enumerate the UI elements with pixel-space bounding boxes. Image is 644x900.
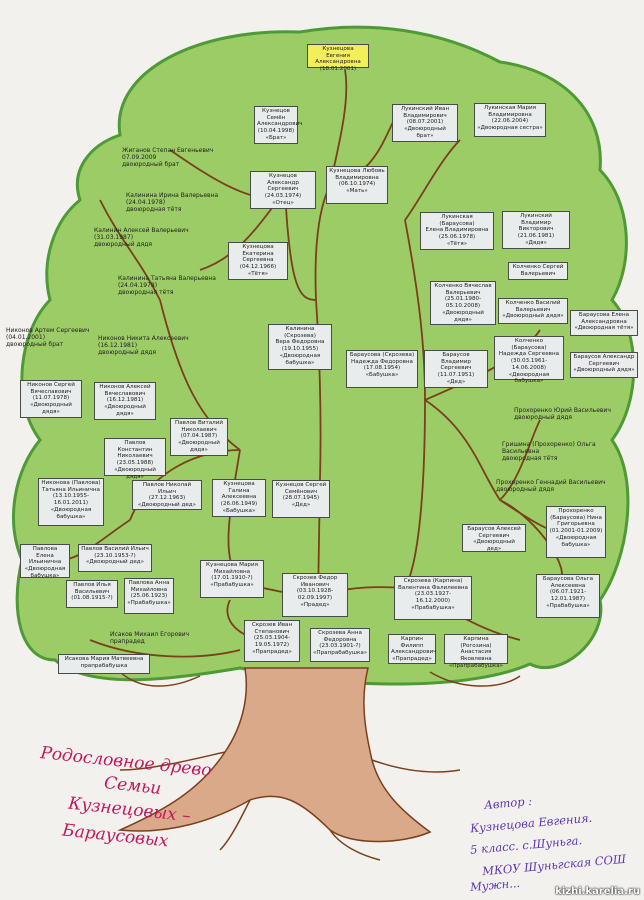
person-card: Барауcов Алексей Сергеевич «Двоюродный д…	[462, 524, 526, 552]
person-card: Павлов Константин Николаевич (23.05.1988…	[104, 438, 166, 480]
person-card: Карпина (Рогозина) Анастасия Яковлевна «…	[444, 634, 508, 669]
person-card: Калинина Татьяна Валерьевна (24.04.1978)…	[118, 275, 216, 297]
person-card: Жиганов Степан Евгеньевич 07.09.2009 дво…	[122, 147, 214, 169]
person-card: Никонов Артем Сергеевич (04.01.2001) дво…	[6, 327, 90, 349]
person-card: Калинина Ирина Валерьевна (24.04.1978) д…	[126, 192, 219, 214]
person-card: Лукинская (Барауcова) Елена Владимировна…	[420, 212, 494, 250]
person-card: Прохоренко (Барауcова) Нина Григорьевна …	[546, 506, 606, 558]
tree-trunk	[117, 667, 432, 843]
person-card: Скрозева (Карпина) Валентина Фалилеевна …	[394, 576, 472, 620]
person-card: Никонов Сергей Вячеславович (11.07.1978)…	[20, 380, 82, 418]
person-card: Кузнецова Мария Михайловна (17.01.1910-?…	[200, 560, 264, 598]
person-card: Колченко Василий Валерьевич «Двоюродный …	[498, 298, 568, 324]
person-card: Кузнецов Сергей Семёнович (28.07.1945) «…	[272, 480, 330, 518]
person-card: Никонов Никита Алексеевич (16.12.1981) д…	[98, 335, 189, 357]
person-card: Прохоренко Геннадий Васильевич двоюродны…	[496, 479, 606, 494]
person-card: Скрозев Федор Иванович (03.10.1928- 02.0…	[282, 573, 348, 617]
person-card: Исакова Мария Матвеевна прапрабабушка	[58, 654, 150, 674]
person-card: Павлов Василий Ильич (23.10.1953-?) «Дво…	[78, 544, 152, 572]
person-card: Барауcов Александр Сергеевич «Двоюродный…	[570, 352, 638, 378]
person-card: Лукинский Владимир Викторович (21.06.198…	[502, 211, 570, 249]
person-card: Колченко Сергей Валерьевич	[508, 262, 568, 280]
person-card: Кузнецов Семён Александрович (10.04.1998…	[254, 106, 302, 144]
person-card: Колченко (Барауcова) Надежда Сергеевна (…	[494, 336, 564, 384]
person-card: Барауcова Елена Александровна «Двоюродна…	[570, 310, 638, 336]
person-card-root: Кузнецова Евгения Александровна (18.01.2…	[307, 44, 369, 72]
tree-roots	[119, 671, 521, 861]
watermark: kizhi.karelia.ru	[555, 886, 640, 897]
person-card: Кузнецова Галина Алексеевна (26.06.1949)…	[212, 479, 266, 517]
person-card: Скрозев Иван Степанович (25.03.1904- 19.…	[244, 620, 300, 662]
person-card: Кузнецова Любовь Владимировна (06.10.197…	[326, 166, 388, 204]
person-card: Павлов Виталий Николаевич (07.04.1987) «…	[170, 418, 228, 456]
person-card: Кузнецова Екатерина Сергеевна (04.12.196…	[228, 242, 288, 280]
person-card: Павлова Анна Михайловна (25.06.1923) «Пр…	[124, 578, 174, 614]
person-card: Павлов Илья Васильевич (01.08.1915-?)	[66, 580, 118, 608]
person-card: Никонова (Павлова) Татьяна Ильинична (13…	[38, 478, 104, 526]
person-card: Никонов Алексей Вячеславович (16.12.1981…	[94, 382, 156, 420]
person-card: Карпин Филипп Александрович «Прапрадед»	[388, 634, 436, 664]
person-card: Прохоренко Юрий Васильевич двоюродный дя…	[514, 407, 611, 422]
person-card: Лукинский Иван Владимирович (08.07.2001)…	[392, 104, 458, 142]
person-card: Скрозева Анна Федоровна (23.03.1901-?) «…	[310, 628, 370, 662]
person-card: Калинин Алексей Валерьевич (31.03.1987) …	[94, 227, 189, 249]
person-card: Барауcова (Скрозева) Надежда Федоровна (…	[346, 350, 418, 388]
person-card: Барауcова Ольга Алексеевна (06.07.1921- …	[536, 574, 600, 618]
person-card: Гришина (Прохоренко) Ольга Васильевна дв…	[502, 441, 596, 463]
person-card: Кузнецов Александр Сергеевич (24.03.1974…	[250, 171, 316, 209]
person-card: Колченко Вячеслав Валерьевич (25.01.1980…	[430, 281, 496, 325]
person-card: Лукинская Мария Владимировна (22.06.2004…	[474, 103, 546, 137]
person-card: Павлова Елена Ильинична «Двоюродная бабу…	[20, 544, 70, 579]
person-card: Барауcов Владимир Сергеевич (11.07.1951)…	[424, 350, 488, 388]
person-card: Павлов Николай Ильич (27.12.1963) «Двоюр…	[132, 480, 202, 510]
person-card: Исаков Михаил Егорович прапрадед	[110, 631, 190, 646]
person-card: Калинина (Скрозева) Вера Федоровна (19.1…	[268, 324, 332, 370]
